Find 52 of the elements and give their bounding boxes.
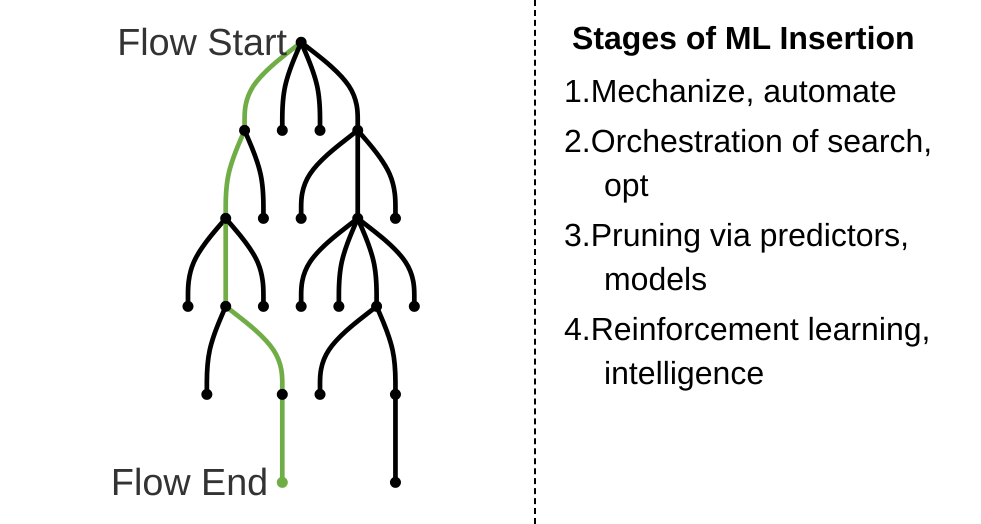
connector [360,219,417,302]
connector [336,222,358,302]
connector [228,307,285,390]
stage-item: 3.Pruning via predictors, models [563,216,910,299]
title: Stages of ML Insertion [572,20,916,57]
node-circle [276,476,288,488]
connector [357,222,379,302]
node-circle [201,388,212,400]
connector [226,220,266,302]
node-circle [296,36,307,48]
node-circle [352,212,364,224]
node-circle [276,124,288,136]
node-circle [276,388,288,400]
connector [223,223,228,302]
node-circle [390,476,401,488]
connector [204,310,226,390]
connector [280,399,285,478]
node-circle [390,388,401,400]
node-circle [296,212,307,224]
connector [242,43,299,126]
node-circle [296,300,307,312]
node-caption: Flow Start [117,20,287,63]
connector [186,220,224,302]
connector [318,307,374,390]
stage-item: 4.Reinforcement learning, intelligence [563,310,932,393]
connector [223,134,245,214]
connector [244,134,266,214]
connector [393,399,398,478]
node-circle [182,300,194,312]
connector [280,46,302,126]
node-circle [258,300,269,312]
node-circle [390,212,401,224]
node-circle [408,300,420,312]
node-circle [220,212,232,224]
node-circle [258,212,269,224]
connector [300,46,322,126]
connector [355,135,360,214]
node-circle [333,300,344,312]
stage-item: 2.Orchestration of search, opt [563,122,934,205]
connector [298,131,356,214]
connector [359,132,398,214]
node-circle [220,300,232,312]
node-circle [314,124,326,136]
node-circle [352,124,364,136]
connector [376,310,398,390]
connector [298,219,356,302]
node-caption: Flow End [110,460,268,503]
node-circle [239,124,250,136]
node-circle [371,300,382,312]
node-circle [314,388,326,400]
connector [303,43,360,126]
stage-item: 1.Mechanize, automate [563,72,898,111]
